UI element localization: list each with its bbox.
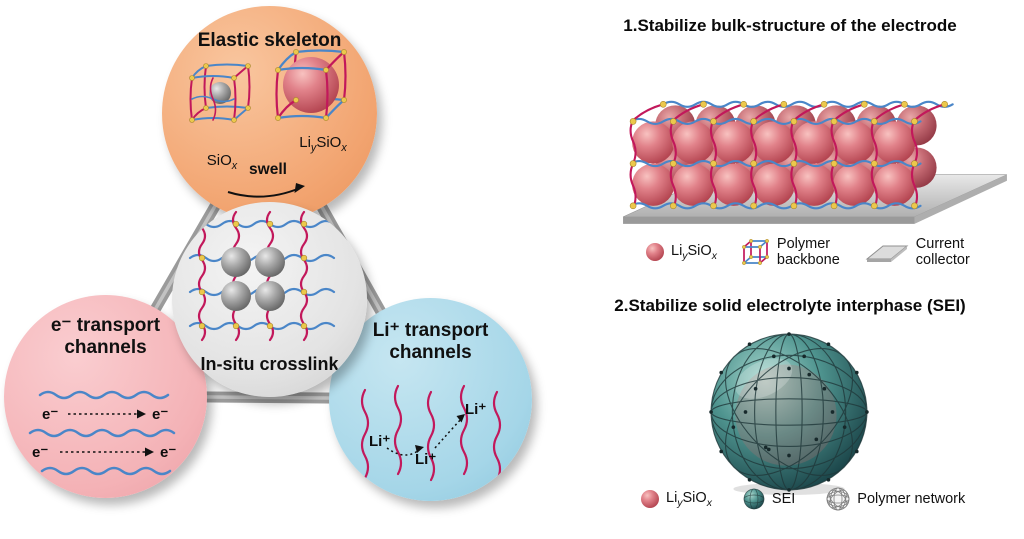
legend-liysiox-label: LiySiOx	[671, 242, 717, 262]
electron-channels-graphic	[28, 390, 176, 476]
elastic-cubes-graphic	[189, 49, 347, 198]
legend-item-liysiox-2: LiySiOx	[640, 489, 712, 509]
legend-item-polymer-network: Polymer network	[825, 486, 965, 512]
legend-item-sei: SEI	[742, 487, 795, 511]
lithium-transport-circle: Li⁺ transport channels Li⁺ Li⁺	[329, 298, 532, 501]
legend-polymer-network-label: Polymer network	[857, 491, 966, 507]
polymer-network-icon	[826, 487, 850, 511]
swell-label: swell	[249, 161, 287, 178]
legend-liysiox-label-2: LiySiOx	[666, 489, 712, 509]
lithium-title-line2: channels	[389, 342, 472, 363]
electron-transport-circle: e⁻ transport channels e⁻ e⁻ e⁻ e⁻	[4, 295, 207, 498]
crosslink-circle: In-situ crosslink	[172, 202, 367, 397]
swell-arrow	[227, 187, 301, 198]
electrode-illustration	[622, 100, 1008, 224]
electron-label: e⁻	[32, 444, 49, 461]
crosslink-title: In-situ crosslink	[200, 354, 339, 374]
current-collector-icon	[865, 245, 909, 263]
lithium-title-line1: Li⁺ transport	[372, 320, 489, 341]
crosslink-network	[188, 210, 336, 342]
legend-sei-label: SEI	[771, 491, 796, 507]
electron-title-line2: channels	[64, 337, 147, 358]
electron-label: e⁻	[42, 406, 59, 423]
electron-label: e⁻	[160, 444, 177, 461]
polymer-backbone-icon	[741, 239, 769, 266]
left-panel: Elastic skeleton	[4, 6, 532, 501]
section1-title: 1.Stabilize bulk-structure of the electr…	[623, 16, 957, 35]
label-siox: SiOx	[206, 152, 238, 172]
sei-sphere-icon	[743, 488, 765, 510]
sei-illustration	[709, 332, 869, 495]
section2-title: 2.Stabilize solid electrolyte interphase…	[614, 296, 966, 315]
electron-label: e⁻	[152, 406, 169, 423]
lithium-label: Li⁺	[369, 433, 391, 450]
liysiox-sphere-icon	[641, 490, 659, 508]
lithium-label: Li⁺	[465, 401, 487, 418]
lithium-label: Li⁺	[415, 451, 437, 468]
label-liysiox: LiySiOx	[299, 134, 347, 154]
elastic-skeleton-circle: Elastic skeleton	[162, 6, 377, 221]
electron-title-line1: e⁻ transport	[50, 315, 161, 336]
lithium-channels-graphic	[360, 384, 502, 482]
legend-item-liysiox: LiySiOx	[645, 242, 717, 262]
legend-section2: LiySiOx SEI	[640, 486, 965, 512]
elastic-skeleton-title: Elastic skeleton	[197, 30, 342, 51]
liysiox-sphere-icon	[646, 243, 664, 262]
